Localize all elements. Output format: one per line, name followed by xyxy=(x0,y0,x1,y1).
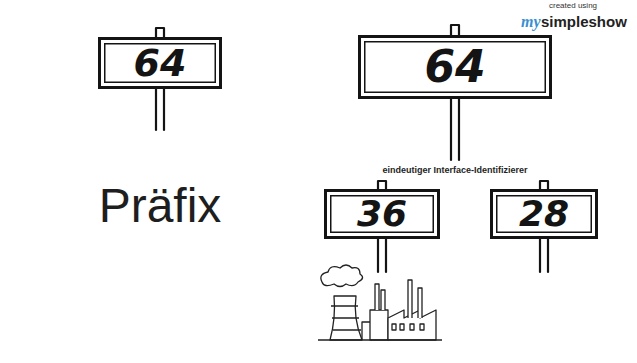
post xyxy=(450,99,452,160)
prefix-label: Präfix xyxy=(99,180,222,233)
sign-number: 64 xyxy=(134,44,187,82)
sign-number: 28 xyxy=(519,196,569,232)
post xyxy=(163,88,165,130)
watermark-logo: simpleshow xyxy=(541,14,627,31)
identifier-label: eindeutiger Interface-Identifizierer xyxy=(382,166,527,176)
sign-number: 64 xyxy=(424,45,485,89)
number-sign: 64 xyxy=(358,35,552,99)
post xyxy=(539,238,541,272)
post xyxy=(155,88,157,130)
post xyxy=(547,238,549,272)
watermark-logo: my xyxy=(521,13,541,31)
sign-number: 36 xyxy=(357,196,407,232)
post xyxy=(377,238,379,272)
watermark-text: created using xyxy=(549,2,597,11)
number-sign: 36 xyxy=(324,189,440,239)
number-sign: 28 xyxy=(490,189,598,239)
post xyxy=(385,238,387,272)
number-sign: 64 xyxy=(98,37,222,89)
post xyxy=(458,99,460,160)
factory-illustration xyxy=(318,265,442,340)
